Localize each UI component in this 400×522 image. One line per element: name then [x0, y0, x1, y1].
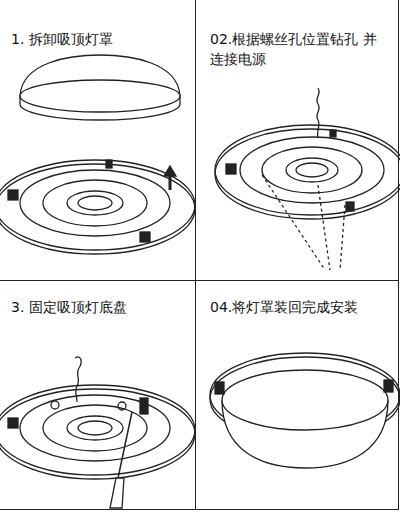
step-panel: 3. 固定吸顶灯底盘 — [0, 280, 196, 510]
step-caption: 1. 拆卸吸顶灯罩 — [11, 29, 113, 49]
shade-installed — [210, 353, 400, 468]
step-panel: 1. 拆卸吸顶灯罩 — [0, 0, 196, 281]
step-caption: 04.将灯罩装回完成安装 — [210, 297, 358, 317]
step-caption: 3. 固定吸顶灯底盘 — [11, 297, 127, 317]
step-panel: 04.将灯罩装回完成安装 — [195, 280, 399, 510]
shade-removal — [0, 55, 195, 254]
step-panel: 02.根据螺丝孔位置钻孔 并连接电源 — [195, 0, 399, 281]
base-drilling — [215, 88, 400, 270]
base-fixing — [0, 357, 195, 508]
step-caption: 02.根据螺丝孔位置钻孔 并连接电源 — [210, 29, 378, 69]
